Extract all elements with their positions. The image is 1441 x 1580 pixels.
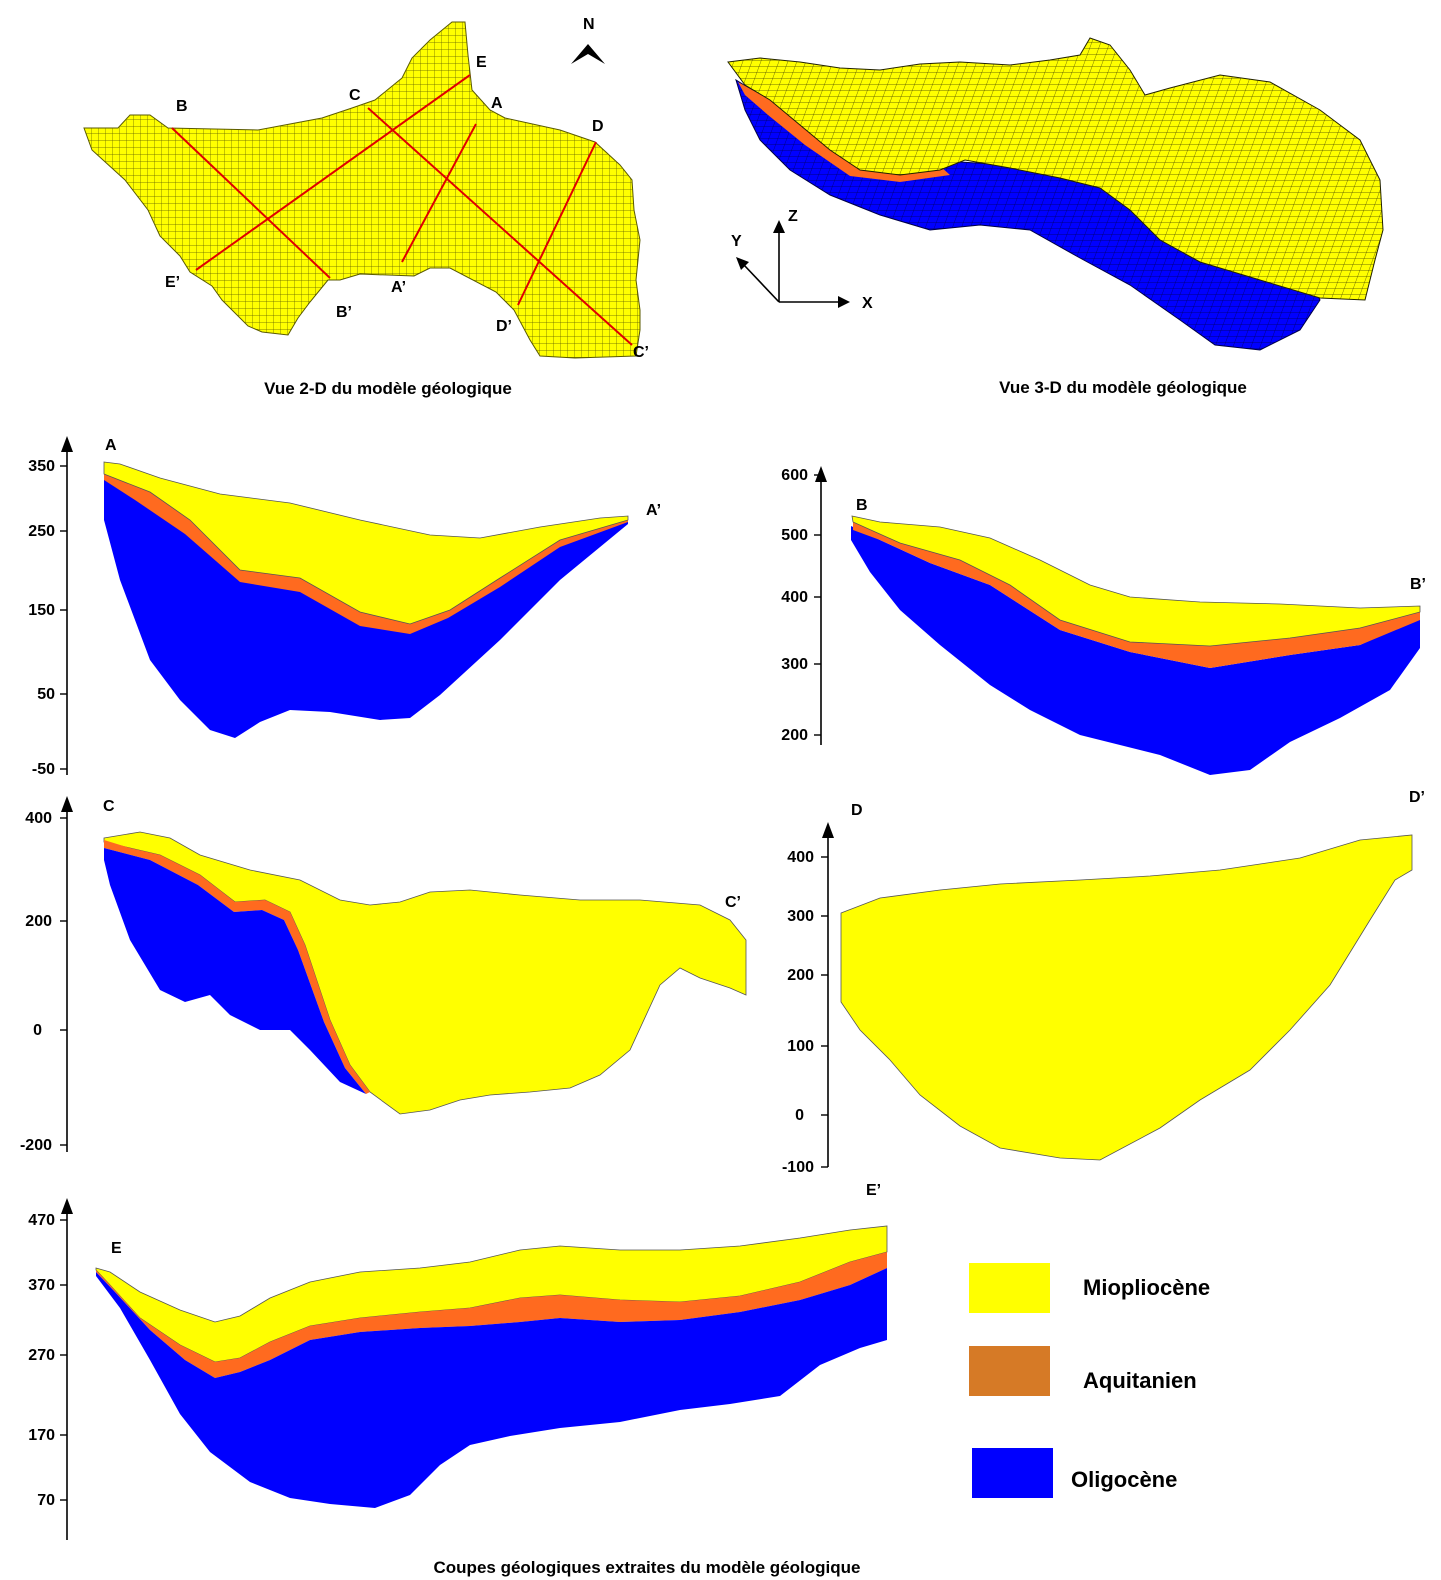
y-axis-arrow-icon — [736, 257, 749, 270]
x-axis-arrow-icon — [838, 296, 850, 308]
aquitanien-layer — [96, 1252, 887, 1378]
tick-label: 270 — [28, 1347, 55, 1364]
tick-label: 50 — [37, 686, 55, 703]
miopliocene-layer — [103, 831, 747, 1115]
tick-label: 200 — [25, 913, 52, 930]
miopliocene-layer — [851, 515, 1421, 647]
legend-label: Aquitanien — [1083, 1368, 1197, 1393]
tick-label: 300 — [787, 908, 814, 925]
point-label-c: C — [349, 87, 361, 104]
aquitanien-band-3d — [738, 82, 950, 182]
section-end-label: E’ — [866, 1182, 881, 1199]
tick-label: 300 — [781, 656, 808, 673]
caption-3d: Vue 3-D du modèle géologique — [999, 378, 1247, 397]
section-aa: 350 250 150 50 -50 A A’ — [28, 436, 661, 778]
axis-label-z: Z — [788, 208, 798, 225]
point-label-a-prime: A’ — [391, 279, 406, 296]
section-line-cc — [367, 107, 633, 346]
tick-label: 100 — [787, 1038, 814, 1055]
map-2d: B C E A D E’ B’ A’ D’ C’ N Vue 2-D du mo… — [83, 16, 649, 398]
axis-label-x: X — [862, 295, 873, 312]
section-end-label: C’ — [725, 894, 741, 911]
tick-label: -100 — [782, 1159, 814, 1176]
tick-label: 150 — [28, 602, 55, 619]
tick-label: 250 — [28, 523, 55, 540]
legend-swatch-miopliocene — [969, 1263, 1050, 1313]
tick-label: 400 — [781, 589, 808, 606]
tick-label: 400 — [25, 810, 52, 827]
section-ee: 470 370 270 170 70 E E’ — [28, 1182, 888, 1540]
section-start-label: A — [105, 437, 117, 454]
tick-label: 0 — [795, 1107, 804, 1124]
tick-label: 0 — [33, 1022, 42, 1039]
point-label-a: A — [491, 95, 503, 112]
legend-label: Miopliocène — [1083, 1275, 1210, 1300]
miopliocene-layer — [103, 461, 629, 625]
tick-label: 170 — [28, 1427, 55, 1444]
model-grid-2d — [83, 21, 641, 359]
legend-swatch-aquitanien — [969, 1346, 1050, 1396]
section-line-dd — [517, 141, 597, 306]
axis-arrow-icon — [822, 822, 834, 838]
point-label-b: B — [176, 98, 188, 115]
section-start-label: D — [851, 802, 863, 819]
oligocene-layer — [851, 526, 1420, 775]
tick-label: 350 — [28, 458, 55, 475]
axis-arrow-icon — [61, 436, 73, 452]
caption-2d: Vue 2-D du modèle géologique — [264, 379, 512, 398]
section-start-label: C — [103, 798, 115, 815]
axis-arrow-icon — [61, 1198, 73, 1214]
point-label-d-prime: D’ — [496, 318, 512, 335]
tick-label: 470 — [28, 1212, 55, 1229]
tick-label: 600 — [781, 467, 808, 484]
point-label-b-prime: B’ — [336, 304, 352, 321]
axis-label-y: Y — [731, 233, 742, 250]
north-label: N — [583, 16, 595, 33]
caption-sections: Coupes géologiques extraites du modèle g… — [434, 1558, 861, 1577]
section-line-aa — [401, 123, 477, 263]
miopliocene-body-3d — [727, 37, 1384, 301]
legend-label: Oligocène — [1071, 1467, 1177, 1492]
section-end-label: A’ — [646, 502, 661, 519]
z-axis-arrow-icon — [773, 220, 785, 233]
axis-arrow-icon — [61, 796, 73, 812]
oligocene-layer — [96, 1268, 887, 1508]
tick-label: 200 — [781, 727, 808, 744]
north-arrow-icon — [571, 44, 605, 64]
section-end-label: B’ — [1410, 576, 1426, 593]
section-cc: 400 200 0 -200 C C’ — [20, 796, 747, 1154]
tick-label: 370 — [28, 1277, 55, 1294]
section-end-label: D’ — [1409, 789, 1425, 806]
tick-label: -50 — [32, 761, 55, 778]
tick-label: 500 — [781, 527, 808, 544]
tick-label: -200 — [20, 1137, 52, 1154]
tick-label: 200 — [787, 967, 814, 984]
axis-arrow-icon — [815, 466, 827, 482]
point-label-d: D — [592, 118, 604, 135]
section-lines — [171, 74, 633, 346]
tick-label: 400 — [787, 849, 814, 866]
oligocene-layer — [104, 848, 366, 1094]
view-3d: X Y Z Vue 3-D du modèle géologique — [727, 37, 1384, 397]
legend-swatch-oligocene — [972, 1448, 1053, 1498]
section-line-bb — [171, 127, 331, 279]
miopliocene-layer — [840, 834, 1413, 1161]
section-line-ee — [195, 74, 471, 271]
axes-3d — [736, 220, 850, 308]
section-start-label: B — [856, 497, 868, 514]
aquitanien-layer — [104, 474, 628, 634]
section-dd: 400 300 200 100 0 -100 D D’ — [782, 789, 1425, 1176]
oligocene-layer — [104, 478, 628, 738]
tick-label: 70 — [37, 1492, 55, 1509]
legend: Miopliocène Aquitanien Oligocène — [969, 1263, 1210, 1498]
section-bb: 600 500 400 300 200 B B’ — [781, 466, 1426, 775]
point-label-e: E — [476, 54, 487, 71]
point-label-e-prime: E’ — [165, 274, 180, 291]
point-label-c-prime: C’ — [633, 344, 649, 361]
section-start-label: E — [111, 1240, 122, 1257]
